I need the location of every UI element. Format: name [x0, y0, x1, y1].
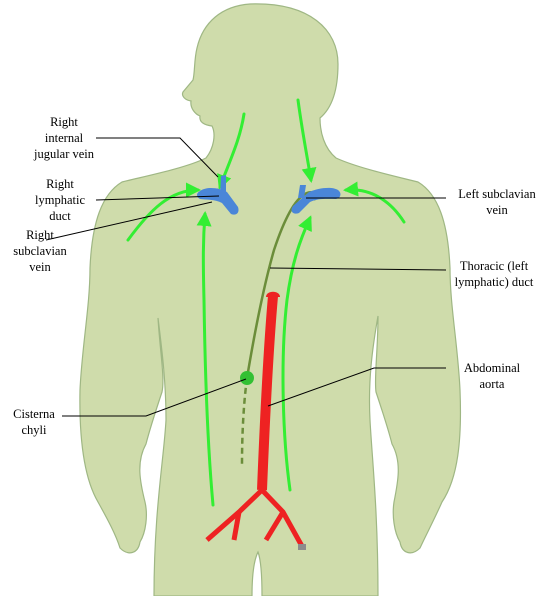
- leader-thoracic-duct: [269, 267, 447, 271]
- leader-right-internal-jugular: [96, 137, 219, 178]
- aorta-sub-branch-right: [263, 510, 286, 542]
- leader-right-lymphatic-duct: [95, 195, 220, 201]
- label-right-internal-jugular-vein: Right internal jugular vein: [33, 115, 95, 161]
- lymphatic-vessels: [126, 98, 406, 507]
- leader-right-subclavian: [45, 201, 213, 241]
- trunk-vessel-left: [281, 215, 312, 492]
- arm-vessel-left: [343, 181, 406, 224]
- trunk-vessel-right: [196, 211, 215, 507]
- right-subclavian-vein-shape: [197, 188, 239, 215]
- aorta-end-marker: [298, 544, 306, 550]
- aorta-sub-branch-left: [231, 511, 242, 541]
- right-internal-jugular-vein-shape: [220, 175, 226, 196]
- neck-vessel-left: [296, 98, 317, 183]
- label-thoracic-duct: Thoracic (left lymphatic) duct: [454, 259, 534, 289]
- left-jugular-vein-shape: [298, 185, 306, 198]
- abdominal-aorta: [205, 295, 306, 550]
- veins: [197, 175, 341, 215]
- arm-vessel-right: [126, 182, 201, 242]
- label-cisterna-chyli: Cisterna chyli: [13, 407, 55, 437]
- left-subclavian-vein-shape: [291, 187, 341, 214]
- cisterna-chyli-node: [240, 371, 254, 385]
- label-abdominal-aorta: Abdominal aorta: [463, 361, 521, 391]
- leader-abdominal-aorta: [267, 367, 446, 407]
- leader-cisterna-chyli: [62, 378, 247, 417]
- label-right-lymphatic-duct: Right lymphatic duct: [35, 177, 85, 223]
- label-left-subclavian-vein: Left subclavian vein: [458, 187, 536, 217]
- leader-lines: [45, 137, 447, 417]
- aorta-top-cap: [266, 291, 280, 297]
- label-right-subclavian-vein: Right subclavian vein: [13, 228, 67, 274]
- aorta-trunk: [257, 295, 278, 491]
